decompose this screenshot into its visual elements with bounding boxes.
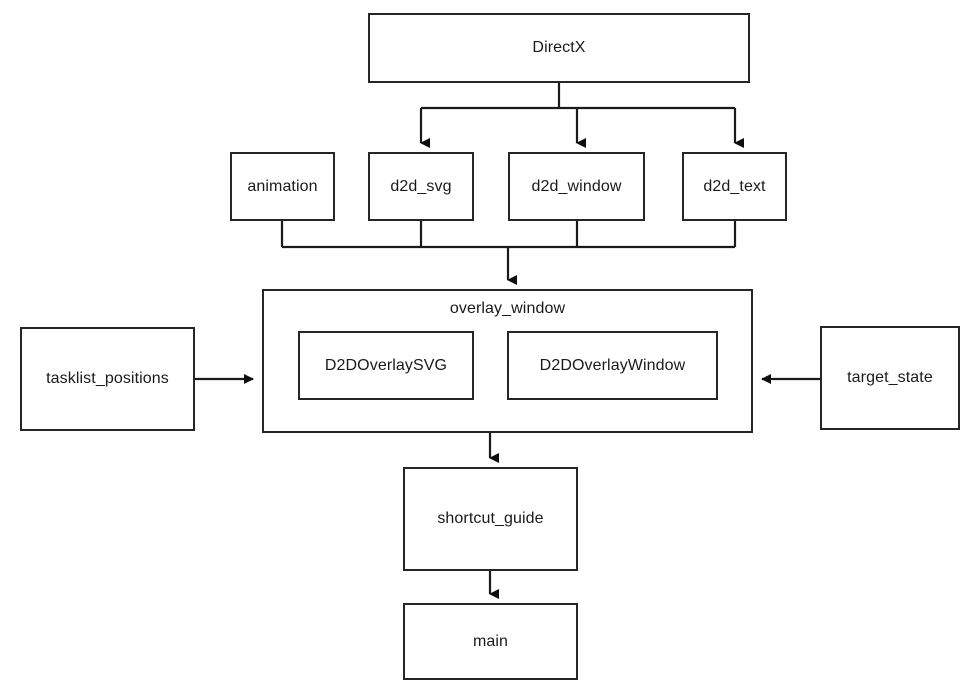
node-label-d2d-svg: d2d_svg	[390, 177, 452, 195]
node-label-animation: animation	[247, 177, 318, 195]
node-d2d-svg[interactable]: d2d_svg	[368, 152, 474, 221]
node-label-directx: DirectX	[532, 39, 586, 57]
node-label-d2d-text: d2d_text	[703, 177, 766, 195]
node-label-target-state: target_state	[847, 369, 933, 387]
node-d2doverlaysvg[interactable]: D2DOverlaySVG	[298, 331, 474, 400]
node-d2d-text[interactable]: d2d_text	[682, 152, 787, 221]
group-label-overlay-window: overlay_window	[449, 300, 566, 317]
node-tasklist-positions[interactable]: tasklist_positions	[20, 327, 195, 431]
node-label-shortcut-guide: shortcut_guide	[437, 510, 544, 528]
node-animation[interactable]: animation	[230, 152, 335, 221]
node-main[interactable]: main	[403, 603, 578, 680]
node-label-d2doverlaysvg: D2DOverlaySVG	[324, 356, 448, 374]
node-directx[interactable]: DirectX	[368, 13, 750, 83]
node-shortcut-guide[interactable]: shortcut_guide	[403, 467, 578, 571]
node-label-main: main	[472, 632, 509, 650]
node-target-state[interactable]: target_state	[820, 326, 960, 430]
node-d2doverlaywindow[interactable]: D2DOverlayWindow	[507, 331, 718, 400]
node-label-tasklist-positions: tasklist_positions	[46, 370, 169, 388]
node-label-d2d-window: d2d_window	[531, 177, 622, 195]
node-d2d-window[interactable]: d2d_window	[508, 152, 645, 221]
node-label-d2doverlaywindow: D2DOverlayWindow	[539, 356, 686, 374]
